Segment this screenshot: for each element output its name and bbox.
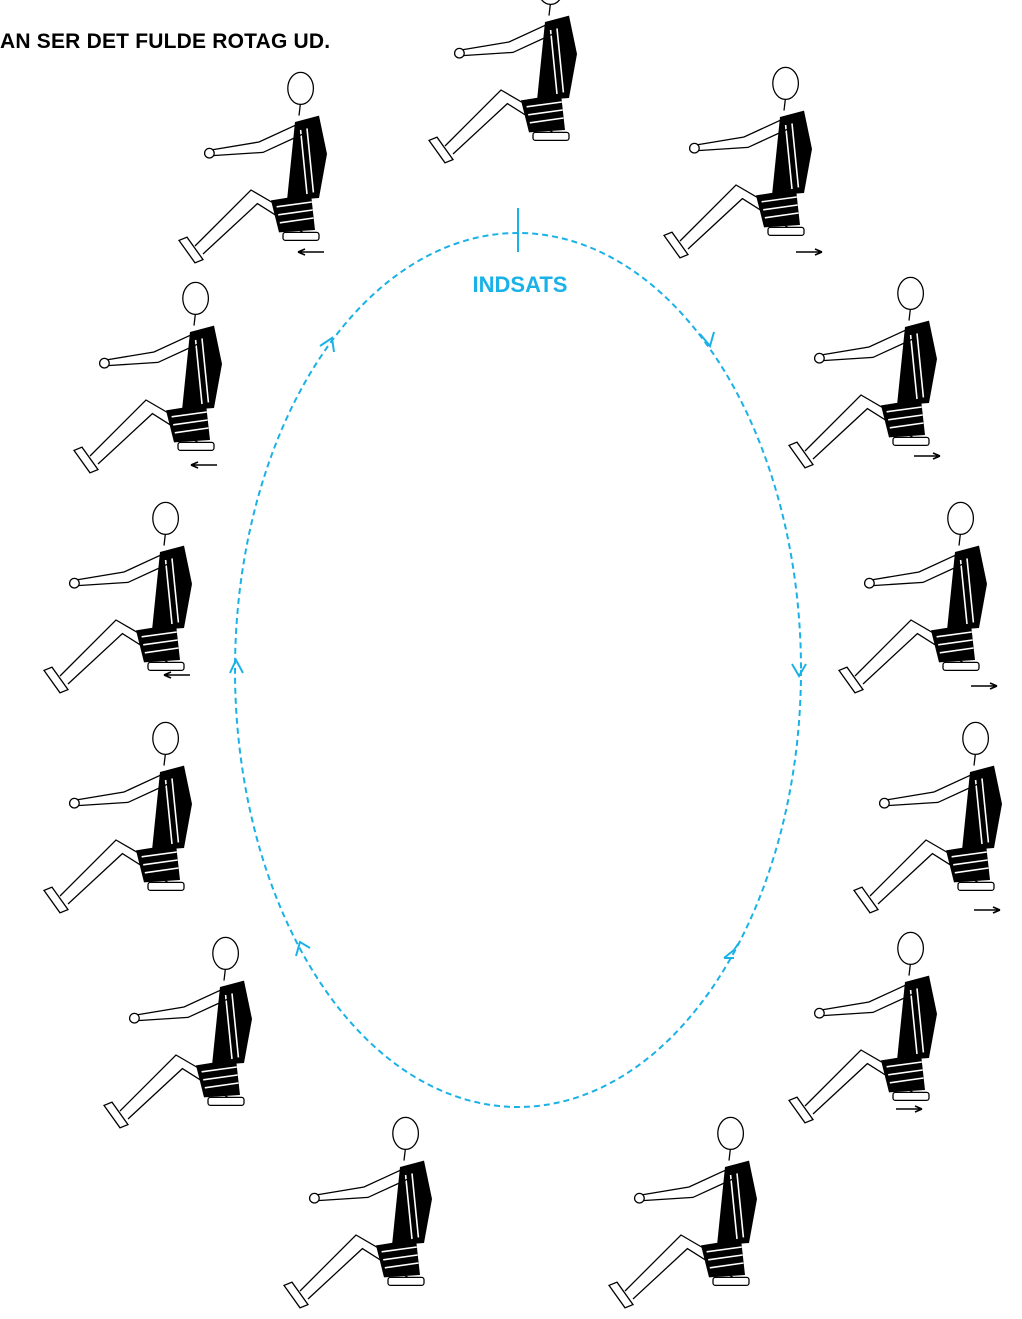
rower-figure (74, 282, 222, 472)
rower-figure (839, 502, 987, 692)
direction-chevron-icon (320, 338, 334, 352)
direction-chevron-icon (296, 942, 310, 956)
rower-figure (429, 0, 577, 163)
seat-arrow-right-icon (914, 453, 940, 459)
seat-arrow-right-icon (974, 907, 1000, 913)
rower-figure (284, 1117, 432, 1307)
direction-chevron-icon (700, 332, 714, 346)
rower-figure (609, 1117, 757, 1307)
direction-chevron-icon (230, 660, 243, 673)
direction-chevron-icon (792, 664, 806, 676)
rower-figure (789, 277, 937, 467)
rower-figure (104, 937, 252, 1127)
seat-arrow-right-icon (896, 1106, 922, 1112)
direction-chevron-icon (724, 944, 738, 958)
rower-figure (854, 722, 1002, 912)
seat-arrow-right-icon (796, 249, 822, 255)
rower-figure (664, 67, 812, 257)
stroke-cycle-ellipse (235, 233, 801, 1107)
rower-figure (44, 502, 192, 692)
rower-figure (44, 722, 192, 912)
cycle-label-indsats: INDSATS (473, 272, 568, 297)
seat-arrow-right-icon (971, 683, 997, 689)
rower-figure (789, 932, 937, 1122)
seat-arrow-left-icon (164, 672, 190, 678)
rower-figure (179, 72, 327, 262)
seat-arrow-left-icon (191, 462, 217, 468)
seat-arrow-left-icon (298, 249, 324, 255)
